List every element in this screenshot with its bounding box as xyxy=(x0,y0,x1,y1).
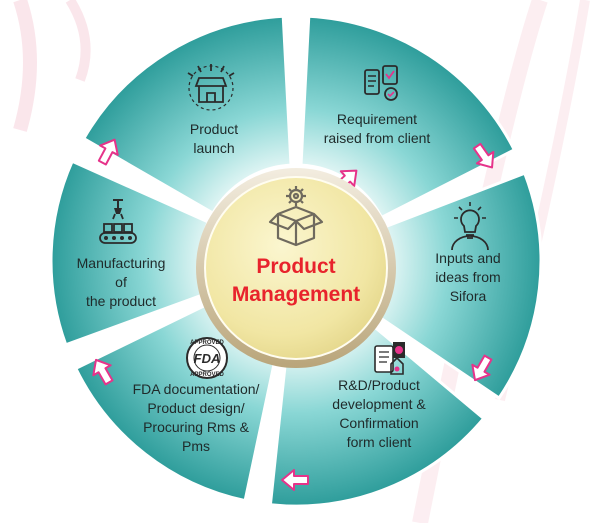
flow-arrow-6 xyxy=(92,358,114,386)
fda-badge-center-text: FDA xyxy=(194,351,221,366)
segment-label-manufacturing: Manufacturing xyxy=(77,255,166,271)
store-launch-icon xyxy=(187,64,235,111)
segment-label-rnd: R&D/Product xyxy=(338,377,420,393)
flow-arrow-4 xyxy=(471,354,493,382)
center-title-line2: Management xyxy=(232,283,360,306)
segment-label-rnd: development & xyxy=(332,396,426,412)
flow-arrow-3 xyxy=(472,142,495,169)
lightbulb-head-icon xyxy=(451,202,489,251)
fda-approved-badge-icon: APPROVED FDA APPROVED xyxy=(186,337,228,379)
segment-manufacturing: Manufacturing of the product xyxy=(49,159,211,347)
checklist-phone-icon xyxy=(364,65,398,101)
segment-label-requirement: raised from client xyxy=(324,130,431,146)
lab-report-icon xyxy=(374,342,405,375)
segment-label-requirement: Requirement xyxy=(337,111,417,127)
segment-fda: APPROVED FDA APPROVED FDA documentation/Pro… xyxy=(73,301,278,503)
segment-label-manufacturing: of xyxy=(115,274,127,290)
flow-arrow-5 xyxy=(281,469,309,491)
segment-shape-requirement xyxy=(299,14,517,220)
segment-label-manufacturing: the product xyxy=(86,293,156,309)
segment-label-fda: Product design/ xyxy=(147,400,244,416)
segment-label-inputs-ideas: Inputs and xyxy=(435,250,500,266)
segment-label-rnd: Confirmation xyxy=(339,415,418,431)
segment-label-product-launch: Product xyxy=(190,121,238,137)
center-disc xyxy=(204,176,388,360)
box-gear-icon xyxy=(268,186,324,247)
segment-label-fda: Pms xyxy=(182,438,210,454)
segment-product-launch: Product launch xyxy=(81,14,293,216)
cycle-arrows xyxy=(92,138,495,491)
center-hub: Product Management xyxy=(196,168,396,368)
segment-label-fda: FDA documentation/ xyxy=(133,381,260,397)
fda-badge-bottom-text: APPROVED xyxy=(190,372,224,378)
segment-label-rnd: form client xyxy=(347,434,412,450)
segment-label-product-launch: launch xyxy=(193,140,234,156)
flow-arrow-1 xyxy=(97,138,119,166)
segment-ring: Product launch Requirement raised from clie… xyxy=(49,14,543,508)
segment-rnd: R&D/Product development & Confirmation form… xyxy=(268,320,486,508)
conveyor-robot-arm-icon xyxy=(99,199,137,244)
segment-requirement: Requirement raised from client xyxy=(299,14,517,220)
fda-badge-top-text: APPROVED xyxy=(190,340,224,346)
segment-label-fda: Procuring Rms & xyxy=(143,419,249,435)
segment-label-inputs-ideas: ideas from xyxy=(435,269,500,285)
center-title-line1: Product xyxy=(256,255,335,278)
segment-label-inputs-ideas: Sifora xyxy=(450,288,487,304)
segment-shape-product-launch xyxy=(81,14,293,216)
